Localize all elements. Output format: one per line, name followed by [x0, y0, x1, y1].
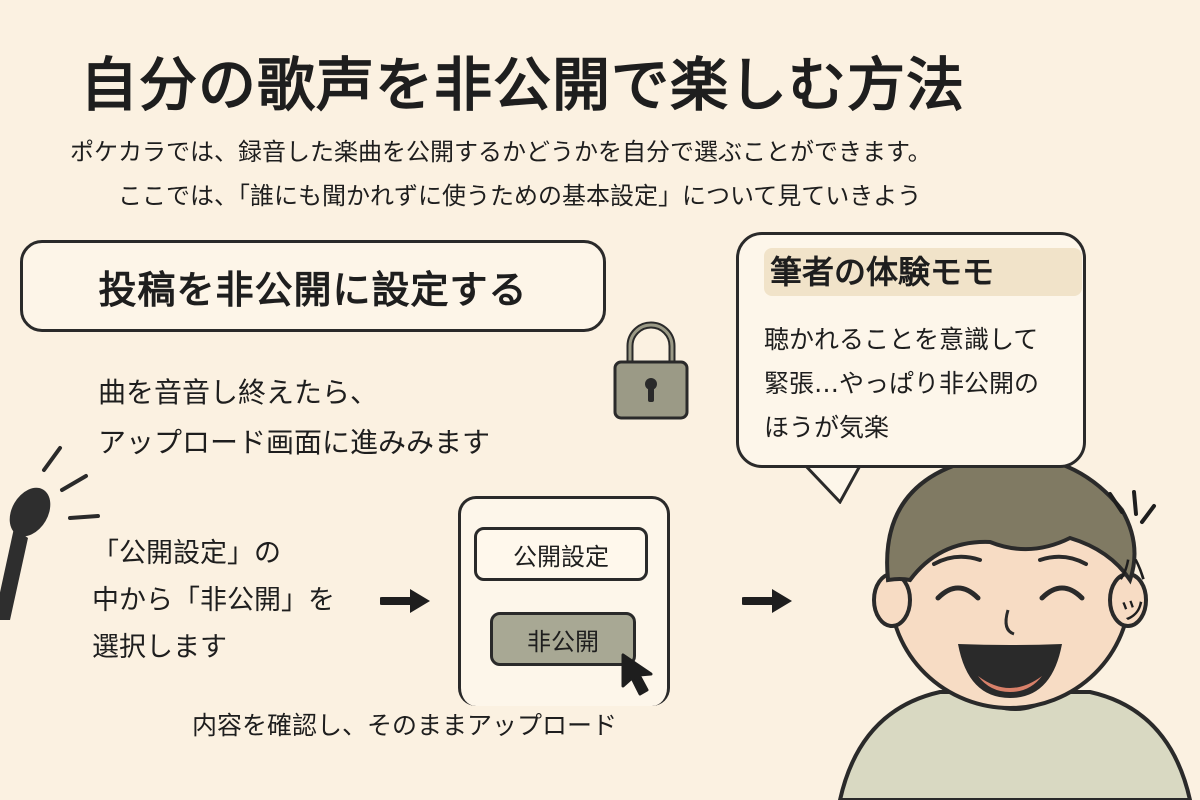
memo-line-3: ほうが気楽	[764, 413, 890, 442]
step-1-line-1: 曲を音音し終えたら、	[98, 376, 379, 409]
memo-title: 筆者の体験モモ	[764, 248, 1082, 296]
surprise-lines-icon	[1108, 490, 1156, 524]
memo-text: 聴かれることを意識して 緊張…やっぱり非公開の ほうが気楽	[764, 318, 1039, 450]
sound-effect-text: ハッ	[1117, 553, 1147, 626]
memo-line-2: 緊張…やっぱり非公開の	[764, 369, 1040, 398]
step-1-line-2: アップロード画面に進みみます	[98, 426, 491, 459]
section-heading: 投稿を非公開に設定する	[98, 267, 528, 312]
step-2-line-2: 中から「非公開」を	[92, 585, 335, 616]
public-setting-button[interactable]: 公開設定	[474, 527, 648, 581]
arrow-right-icon	[742, 589, 792, 613]
section-heading-box: 投稿を非公開に設定する	[20, 240, 606, 332]
step-2-text: 「公開設定」の 中から「非公開」を 選択します	[92, 530, 335, 671]
memo-line-1: 聴かれることを意識して	[764, 325, 1039, 354]
page-title: 自分の歌声を非公開で楽しむ方法	[80, 51, 966, 119]
person-illustration	[837, 453, 1193, 800]
microphone-icon	[0, 446, 100, 620]
private-button[interactable]: 非公開	[490, 612, 636, 666]
step-1-text: 曲を音音し終えたら、 アップロード画面に進みみます	[98, 368, 490, 468]
cursor-icon	[621, 653, 653, 696]
speech-bubble-tail	[800, 462, 864, 504]
step-3-text: 内容を確認し、そのままアップロード	[192, 711, 618, 740]
step-2-line-1: 「公開設定」の	[92, 538, 281, 569]
step-2-line-3: 選択します	[92, 632, 227, 663]
lock-icon	[613, 321, 689, 420]
arrow-right-icon	[380, 589, 430, 613]
intro-line-2: ここでは、「誰にも聞かれずに使うための基本設定」について見ていきよう	[118, 182, 922, 210]
intro-line-1: ポケカラでは、録音した楽曲を公開するかどうかを自分で選ぶことができます。	[70, 138, 932, 166]
